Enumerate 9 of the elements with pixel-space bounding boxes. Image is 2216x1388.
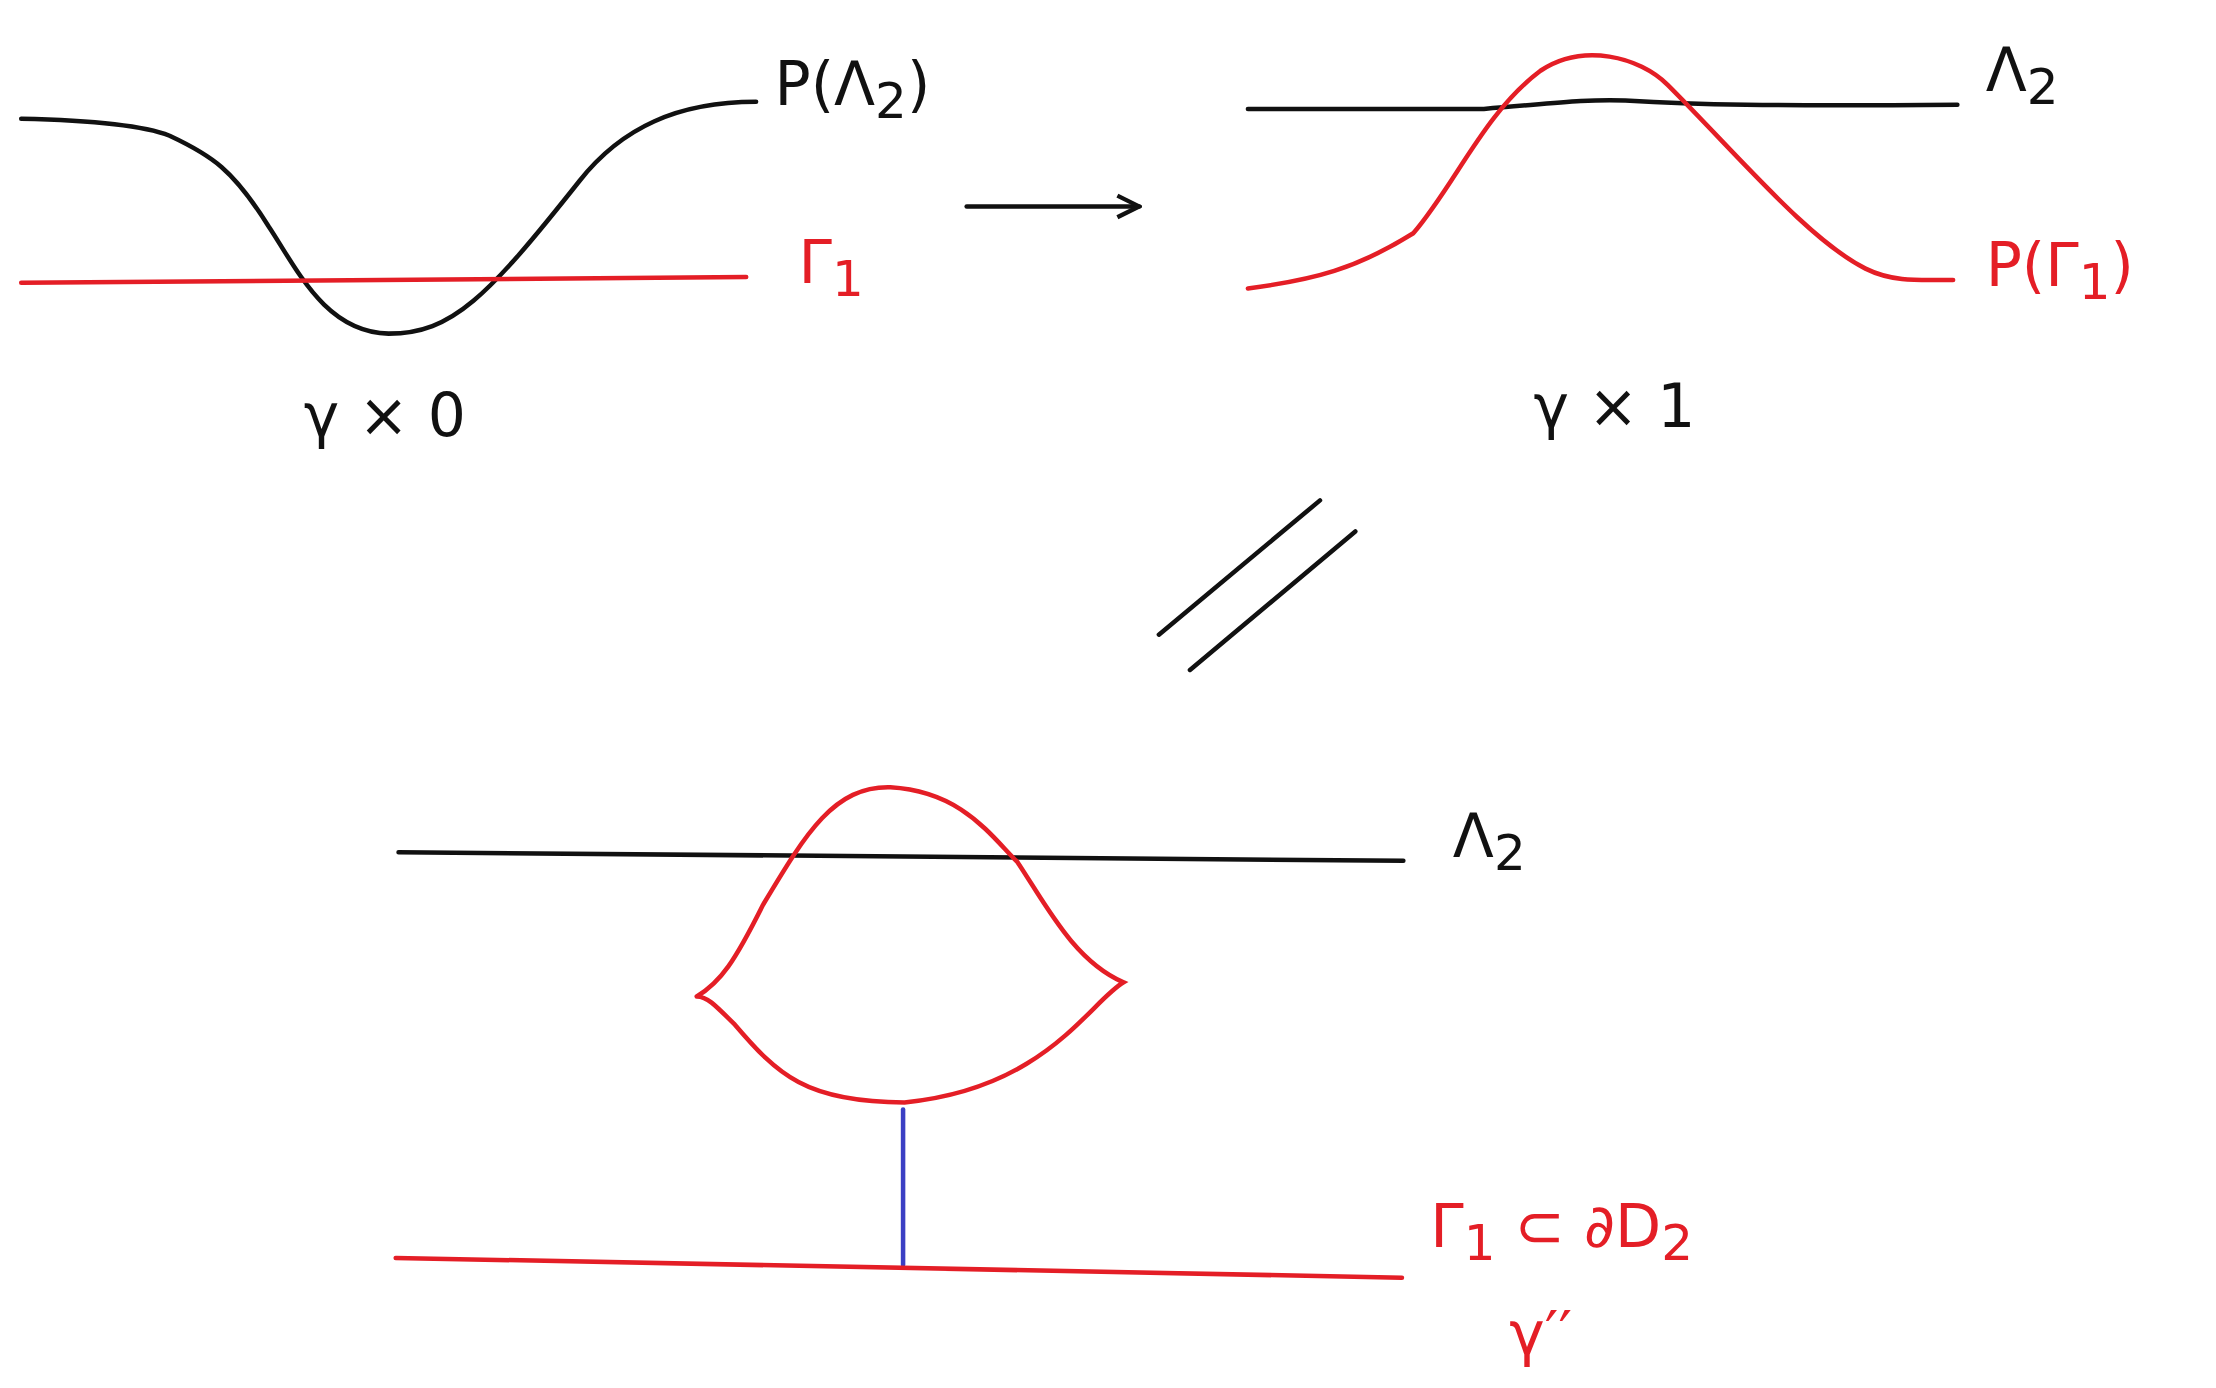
math-label: Γ$_{1}$ — [798, 228, 864, 307]
math-label: P(Λ$_{2}$) — [774, 50, 931, 129]
math-label: P(Γ$_{1}$) — [1985, 231, 2134, 310]
math-label: Λ$_{2}$ — [1452, 802, 1526, 881]
math-label: γ × 1 — [1533, 373, 1696, 440]
math-label: γ′′ — [1509, 1300, 1573, 1367]
math-label: γ × 0 — [303, 381, 466, 448]
math-label: Λ$_{2}$ — [1985, 36, 2059, 115]
math-label: Γ$_{1}$ ⊂ ∂D$_{2}$ — [1430, 1192, 1693, 1271]
